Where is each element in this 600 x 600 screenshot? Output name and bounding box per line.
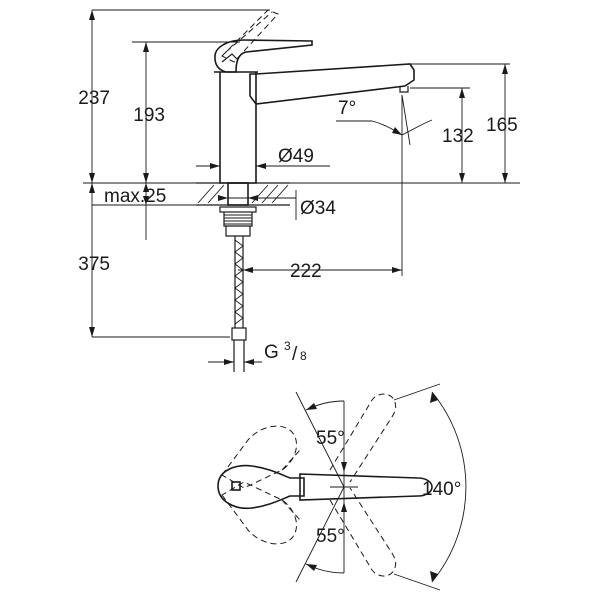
spout: [249, 63, 415, 105]
lever-raised-outline: [221, 9, 279, 63]
label-165: 165: [486, 115, 518, 136]
dim-spout-height: 165: [486, 64, 518, 183]
label-222: 222: [290, 261, 322, 282]
dim-body-diameter: Ø49: [196, 146, 330, 169]
faucet-body: [214, 71, 258, 184]
dim-max-thickness: max.25: [104, 183, 166, 240]
mounting-shank: [219, 182, 257, 237]
dim-overall-height: 237: [78, 10, 110, 183]
flexible-hose: [231, 236, 247, 372]
handle-swing-upper: [221, 425, 301, 489]
label-thread-g: G: [264, 342, 279, 363]
label-thread-den: 8: [300, 349, 307, 363]
label-d34: Ø34: [300, 198, 336, 219]
label-7-deg: 7°: [338, 98, 356, 119]
dim-swivel-lower: 55°: [305, 502, 347, 574]
dim-thread: G 3 / 8: [208, 339, 307, 365]
label-193: 193: [133, 105, 165, 126]
dim-hole-diameter: Ø34: [218, 190, 336, 220]
handle-top: [217, 464, 305, 510]
dim-swivel-total: 140°: [393, 383, 467, 591]
label-55-lower: 55°: [316, 526, 345, 547]
spout-swing-lower: [329, 487, 397, 577]
label-140: 140°: [422, 479, 461, 500]
handle-swing-lower: [221, 481, 301, 545]
label-132: 132: [442, 126, 474, 147]
label-55-upper: 55°: [316, 428, 345, 449]
label-237: 237: [78, 88, 110, 109]
label-thread-num: 3: [284, 339, 291, 353]
spout-swing-upper: [329, 393, 397, 483]
dim-swivel-upper: 55°: [305, 400, 347, 472]
spout-top: [299, 473, 433, 501]
label-375: 375: [78, 254, 110, 275]
dim-body-height: 193: [133, 42, 165, 183]
dim-spout-clearance: 132: [442, 88, 474, 183]
label-d49: Ø49: [278, 146, 314, 167]
dim-spout-reach: 222: [238, 261, 402, 282]
side-view: 237 193 165 132: [78, 9, 520, 372]
dim-hose-length: 375: [78, 183, 110, 337]
label-thread-slash: /: [292, 344, 298, 365]
label-max25: max.25: [104, 186, 166, 207]
lever-handle: [214, 39, 313, 73]
extension-lines: [83, 9, 520, 338]
top-view: 55° 55° 140°: [217, 383, 467, 591]
countertop: [196, 182, 290, 206]
dim-spout-angle: 7°: [336, 94, 433, 146]
swivel-radials: [295, 391, 345, 583]
